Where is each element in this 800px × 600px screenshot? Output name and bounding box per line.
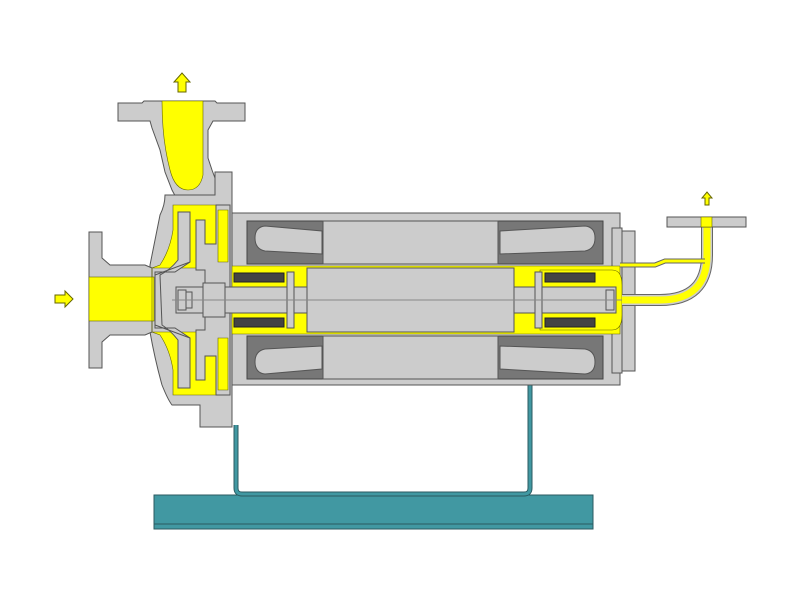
discharge-arrow-icon: [172, 72, 192, 93]
impeller-chamber: [151, 204, 217, 396]
impeller: [154, 211, 191, 389]
circulation-pipe: [620, 216, 747, 306]
inlet-arrow-icon: [54, 289, 74, 309]
front-bearing: [233, 272, 285, 328]
base-plate: [153, 494, 594, 530]
circulation-outlet-arrow-icon: [700, 191, 714, 206]
stator-windings: [254, 225, 596, 375]
rear-bearing: [544, 272, 596, 328]
support-frame: [233, 385, 533, 497]
suction-flange: [88, 231, 155, 369]
